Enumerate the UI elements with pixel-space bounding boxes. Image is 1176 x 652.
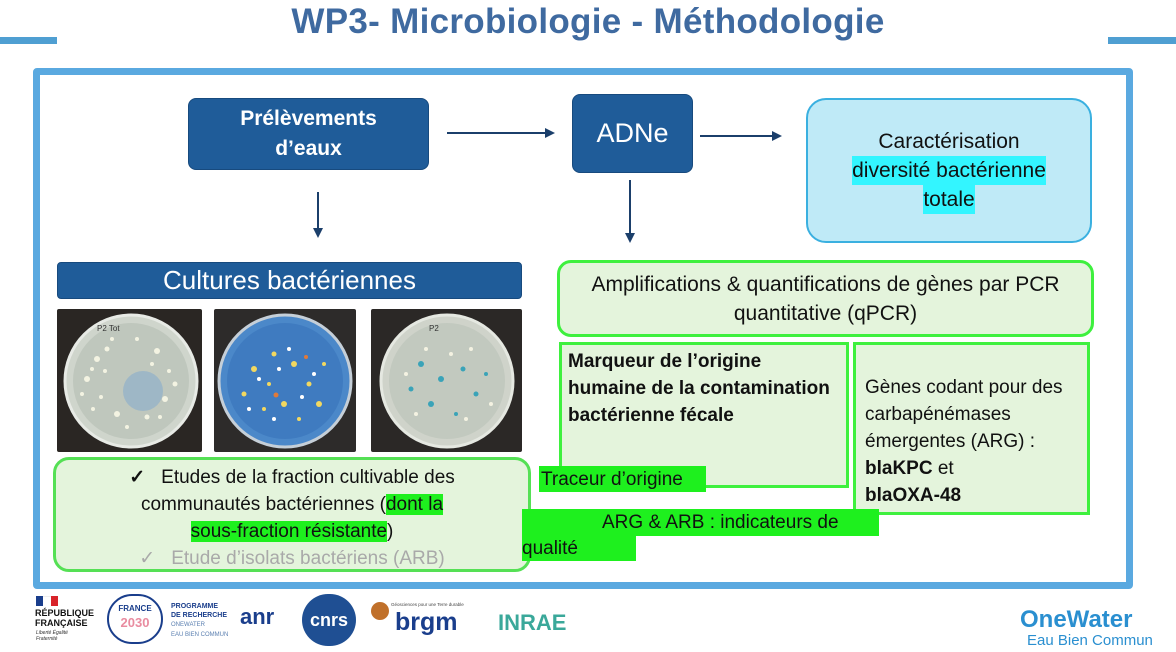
onewater-logo: OneWater xyxy=(1020,606,1133,633)
france2030-b: 2030 xyxy=(120,615,150,630)
partner-logos: RÉPUBLIQUE FRANÇAISE Liberté Égalité Fra… xyxy=(0,590,1176,652)
plate3-label: P2 xyxy=(429,324,439,333)
page-title: WP3- Microbiologie - Méthodologie xyxy=(291,2,885,41)
etudes-line2: communautés bactériennes (dont la xyxy=(56,491,528,518)
prelevements-label: Prélèvements d’eaux xyxy=(240,107,377,160)
marqueur-text: Marqueur de l’origine humaine de la cont… xyxy=(568,351,830,426)
check-icon-muted: ✓ xyxy=(139,548,156,569)
gene-oxa: blaOXA-48 xyxy=(865,485,962,506)
title-accent-bar-right xyxy=(1108,37,1176,44)
etudes-line3: sous-fraction résistante) xyxy=(56,518,528,545)
etudes-line4: ✓ Etude d’isolats bactériens (ARB) xyxy=(56,545,528,572)
adne-label: ADNe xyxy=(596,118,669,148)
programme-text: PROGRAMME DE RECHERCHE ONEWATER EAU BIEN… xyxy=(171,602,228,640)
cnrs-label: cnrs xyxy=(309,609,349,630)
prelevements-box: Prélèvements d’eaux xyxy=(188,98,429,170)
rf-flag-icon xyxy=(36,596,58,607)
qpcr-label: Amplifications & quantifications de gène… xyxy=(591,272,1060,325)
etudes-box: ✓ Etudes de la fraction cultivable des co… xyxy=(53,457,531,572)
etudes-line1-text: Etudes de la fraction cultivable des xyxy=(161,467,455,488)
check-icon: ✓ xyxy=(129,467,146,488)
etudes-line3b: ) xyxy=(387,521,394,542)
cultures-label: Cultures bactériennes xyxy=(163,265,416,295)
genes-et: et xyxy=(937,458,954,479)
rf-line1: RÉPUBLIQUE xyxy=(35,608,95,618)
petri-dish-photo-2 xyxy=(214,309,356,452)
arg-arb-label-line1: ARG & ARB : indicateurs de xyxy=(522,509,879,536)
genes-box xyxy=(853,342,1090,515)
programme-l1: PROGRAMME xyxy=(171,603,219,610)
programme-l2: DE RECHERCHE xyxy=(171,612,228,619)
anr-logo: anr xyxy=(240,604,275,629)
etudes-line4-text: Etude d’isolats bactériens (ARB) xyxy=(171,548,445,569)
genes-text: Gènes codant pour des carbapénémases éme… xyxy=(865,374,1087,509)
inrae-logo: INRAE xyxy=(498,610,567,635)
caracterisation-line2: diversité bactérienne xyxy=(852,156,1046,185)
programme-l3: ONEWATER xyxy=(171,622,205,628)
onewater-sub: Eau Bien Commun xyxy=(1027,632,1153,649)
adne-box: ADNe xyxy=(572,94,693,173)
gene-kpc: blaKPC xyxy=(865,458,933,479)
petri-dish-photo-3: P2 xyxy=(371,309,522,452)
rf-line2: FRANÇAISE xyxy=(35,618,88,628)
brgm-tag: Géosciences pour une Terre durable xyxy=(391,602,464,607)
france2030-logo xyxy=(107,594,163,644)
rf-name: RÉPUBLIQUE FRANÇAISE xyxy=(35,608,94,628)
rf-motto: Liberté Égalité Fraternité xyxy=(36,630,68,642)
caracterisation-box: Caractérisation diversité bactérienne to… xyxy=(806,98,1092,243)
qpcr-box: Amplifications & quantifications de gène… xyxy=(557,260,1094,337)
etudes-line2b: dont la xyxy=(385,494,444,515)
title-accent-bar-left xyxy=(0,37,57,44)
caracterisation-line3: totale xyxy=(923,185,975,214)
caracterisation-line1: Caractérisation xyxy=(878,130,1020,153)
france2030-a: FRANCE xyxy=(118,604,152,613)
programme-l4: EAU BIEN COMMUN xyxy=(171,632,229,638)
etudes-line1: ✓ Etudes de la fraction cultivable des xyxy=(56,464,528,491)
arg-arb-label-line2: qualité xyxy=(522,536,636,561)
cultures-box: Cultures bactériennes xyxy=(57,262,522,299)
brgm-dot-icon xyxy=(371,602,389,620)
genes-intro: Gènes codant pour des carbapénémases éme… xyxy=(865,377,1063,452)
cnrs-logo: cnrs xyxy=(302,594,356,646)
traceur-label: Traceur d’origine xyxy=(539,466,706,492)
brgm-label: brgm xyxy=(395,608,458,636)
etudes-line3a: sous-fraction résistante xyxy=(190,521,388,542)
etudes-line2a: communautés bactériennes ( xyxy=(140,494,386,515)
plate1-label: P2 Tot xyxy=(97,324,120,333)
petri-dish-photo-1: P2 Tot xyxy=(57,309,202,452)
